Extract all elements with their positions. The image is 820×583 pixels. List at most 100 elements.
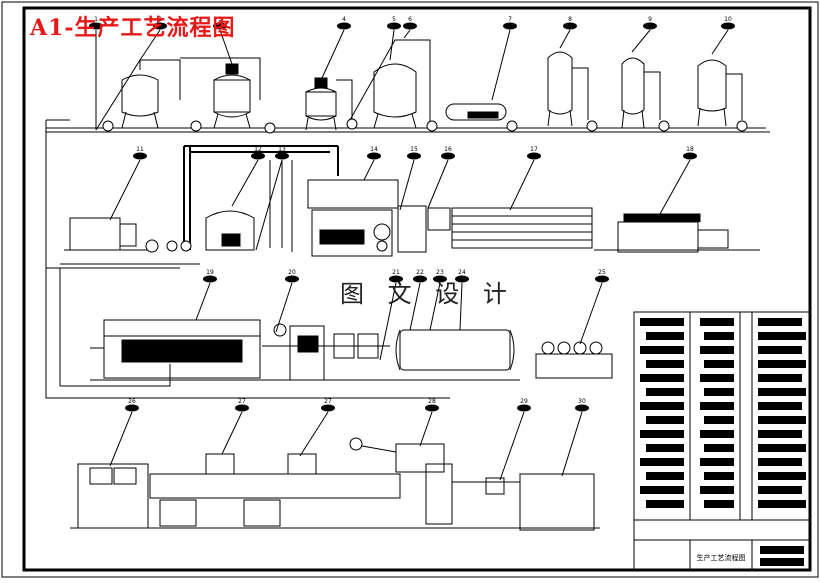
tag-oval	[203, 275, 217, 283]
tag-oval	[455, 275, 469, 283]
tag-leader-line	[459, 282, 463, 331]
title-block-entries	[640, 318, 806, 566]
tag-number: 18	[686, 146, 694, 153]
tag-number: 29	[520, 398, 528, 405]
machine-28	[349, 437, 453, 525]
tag-leader-line	[109, 159, 141, 221]
equipment-tag-16: 16	[427, 146, 455, 209]
tag-number: 24	[458, 269, 466, 276]
tag-leader-line	[379, 282, 397, 361]
tag-number: 9	[648, 16, 652, 23]
equipment-tag-20: 20	[275, 269, 299, 333]
pipe-tank-3	[180, 57, 261, 100]
tag-number: 30	[578, 398, 586, 405]
tag-oval	[153, 22, 167, 30]
tag-leader-line	[275, 282, 293, 333]
tag-leader-line	[659, 159, 691, 215]
tank-3	[213, 63, 251, 129]
tag-number: 26	[128, 398, 136, 405]
tag-leader-line	[491, 29, 511, 101]
tag-oval	[125, 404, 139, 412]
tag-oval	[407, 152, 421, 160]
tag-leader-line	[427, 159, 449, 209]
tag-leader-line	[579, 282, 603, 345]
equipment-tag-27: 27	[221, 398, 249, 455]
tag-oval	[595, 275, 609, 283]
equipment-tag-13: 13	[255, 146, 289, 251]
machine-30	[519, 473, 595, 531]
tag-number: 8	[568, 16, 572, 23]
feeder-16	[427, 207, 451, 231]
tag-number: 20	[288, 269, 296, 276]
tag-oval	[337, 22, 351, 30]
equipment-tag-18: 18	[659, 146, 697, 215]
table-26	[77, 463, 149, 529]
tag-number: 7	[508, 16, 512, 23]
tag-leader-line	[559, 29, 571, 49]
pipe-row3-sub	[60, 364, 171, 387]
pipe-tank-5	[349, 39, 431, 128]
tag-leader-line	[561, 411, 583, 477]
tag-number: 14	[370, 146, 378, 153]
tag-number: 4	[342, 16, 346, 23]
tag-leader-line	[403, 29, 411, 39]
pipe-row2-top	[184, 145, 338, 153]
equipment-tag-15: 15	[399, 146, 421, 211]
tag-oval	[285, 275, 299, 283]
tag-oval	[133, 152, 147, 160]
tag-number: 12	[254, 146, 262, 153]
tag-leader-line	[195, 282, 211, 321]
tag-oval	[235, 404, 249, 412]
equipment-tag-5: 5	[387, 16, 401, 61]
inner-border	[22, 6, 812, 572]
conveyor-27	[149, 453, 401, 527]
tag-leader-line	[409, 282, 421, 331]
tag-oval	[213, 22, 227, 30]
equipment-tag-24: 24	[455, 269, 469, 331]
tag-oval	[321, 404, 335, 412]
unit-29	[485, 477, 505, 495]
drawing-title: A1-生产工艺流程图	[30, 15, 236, 41]
tag-leader-line	[363, 159, 375, 181]
tag-oval	[403, 22, 417, 30]
equipment-tag-2: 2	[139, 16, 167, 61]
tank-2	[121, 60, 159, 129]
tag-leader-line	[219, 29, 233, 65]
title-block-drawing-name: 生产工艺流程图	[697, 553, 746, 562]
machine-20	[273, 323, 379, 381]
tag-oval	[575, 404, 589, 412]
equipment-tag-30: 30	[561, 398, 589, 477]
tag-leader-line	[389, 29, 395, 61]
tag-leader-line	[221, 411, 243, 455]
machine-14-15	[307, 179, 427, 257]
tag-number: 19	[206, 269, 214, 276]
equipment-tag-4: 4	[321, 16, 351, 79]
tank-4	[305, 77, 337, 131]
equipment-tag-1: 1	[89, 16, 103, 130]
equipment-tag-21: 21	[379, 269, 403, 361]
equipment-tag-19: 19	[195, 269, 217, 321]
equipment-tag-8: 8	[559, 16, 577, 49]
tag-number: 15	[410, 146, 418, 153]
tag-leader-line	[139, 29, 161, 61]
equipment-tag-22: 22	[409, 269, 427, 331]
autoclave-21	[395, 329, 515, 371]
oven-17	[451, 207, 593, 249]
equipment-tag-10: 10	[711, 16, 735, 55]
tank-12	[205, 210, 255, 251]
tank-8	[547, 51, 573, 127]
tag-oval	[389, 275, 403, 283]
pipe-tank-4	[336, 79, 353, 120]
tank-9	[621, 57, 645, 129]
tag-leader-line	[419, 411, 433, 447]
tag-number: 22	[416, 269, 424, 276]
tag-number: 21	[392, 269, 400, 276]
tag-number: 6	[408, 16, 412, 23]
tag-number: 28	[428, 398, 436, 405]
tag-number: 27	[238, 398, 246, 405]
tag-number: 5	[392, 16, 396, 23]
tag-leader-line	[429, 282, 441, 331]
